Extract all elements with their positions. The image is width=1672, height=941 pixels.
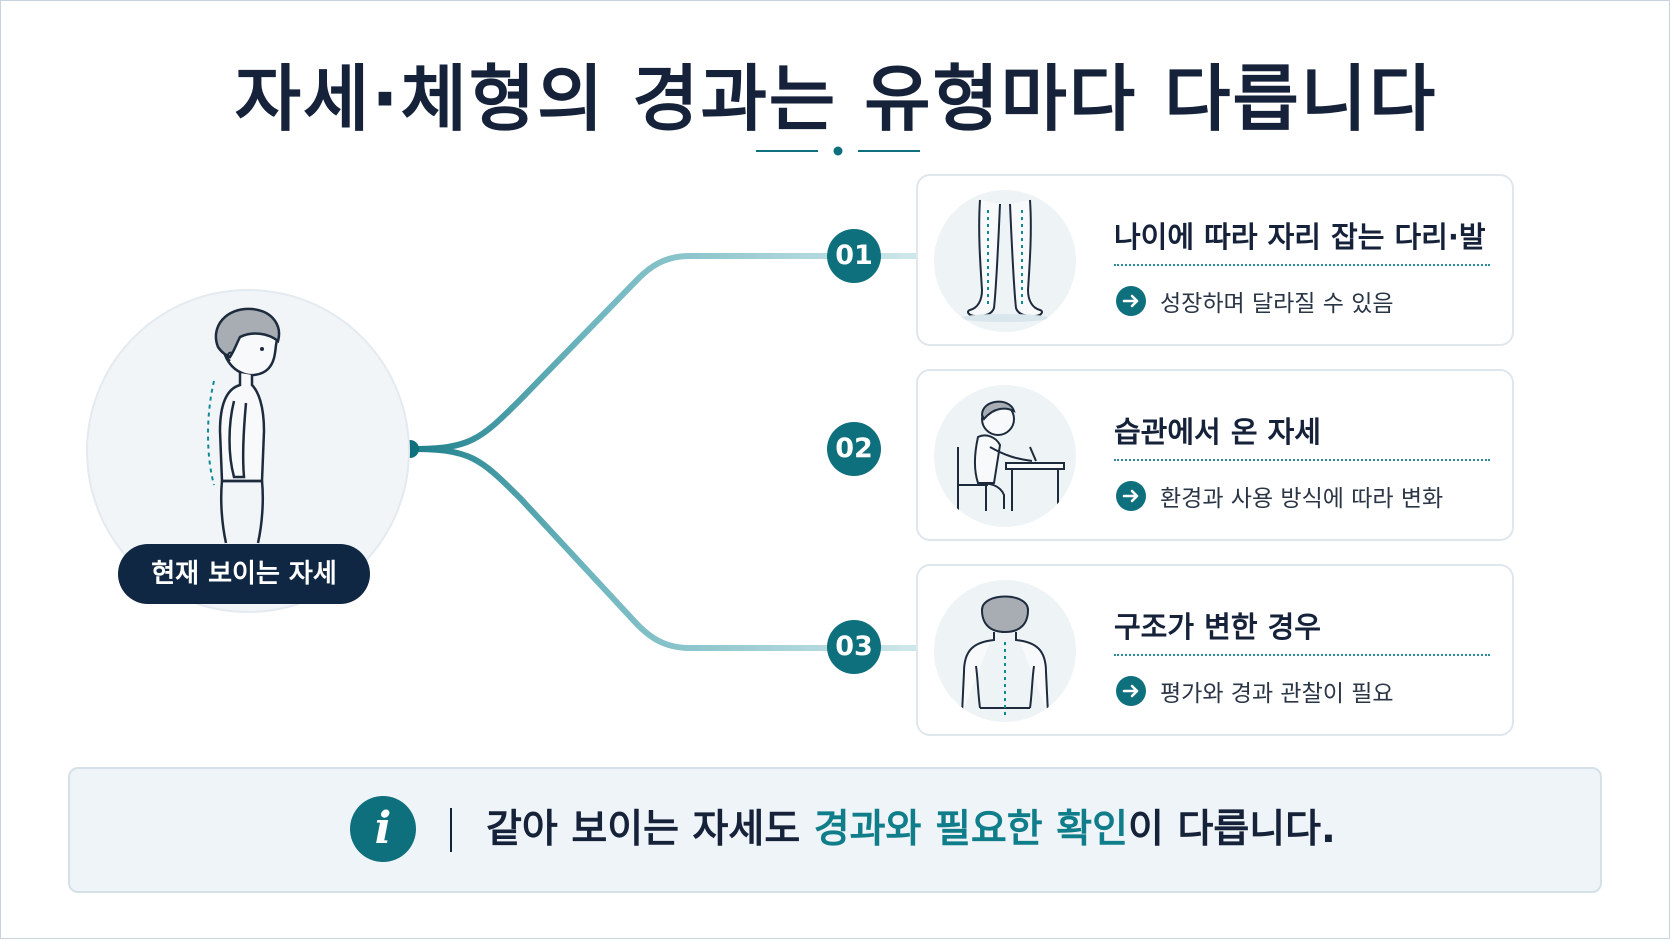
card-title-01: 나이에 따라 자리 잡는 다리·발	[1114, 220, 1486, 254]
card-illustration-03	[934, 580, 1076, 722]
info-icon: i	[350, 796, 416, 862]
arrow-right-icon	[1116, 481, 1146, 511]
card-description-02: 환경과 사용 방식에 따라 변화	[1160, 486, 1444, 512]
branch-card-01: 나이에 따라 자리 잡는 다리·발 성장하며 달라질 수 있음	[916, 174, 1514, 346]
standing-child-side-view-icon	[207, 307, 281, 544]
branch-line-03	[409, 446, 919, 651]
branch-line-01	[409, 253, 919, 452]
note-text-after: 이 다릅니다.	[1127, 807, 1336, 852]
badge-03: 03	[827, 620, 881, 674]
card-description-01: 성장하며 달라질 수 있음	[1160, 291, 1394, 317]
note-text-highlight: 경과와 필요한 확인	[813, 807, 1128, 852]
note-text: 같아 보이는 자세도 경과와 필요한 확인이 다릅니다.	[486, 800, 1336, 860]
badge-01: 01	[827, 229, 881, 283]
page-title: 자세·체형의 경과는 유형마다 다릅니다	[234, 57, 1438, 141]
summary-note	[68, 767, 1602, 893]
card-illustration-01	[934, 190, 1076, 332]
card-title-03: 구조가 변한 경우	[1114, 610, 1321, 644]
card-divider-03	[1114, 654, 1490, 656]
legs-and-feet-icon	[961, 199, 1049, 322]
card-description-03: 평가와 경과 관찰이 필요	[1160, 681, 1394, 707]
card-divider-02	[1114, 459, 1490, 461]
subject-label: 현재 보이는 자세	[118, 544, 370, 604]
title-divider	[756, 146, 920, 156]
note-text-before: 같아 보이는 자세도	[486, 807, 814, 852]
card-illustration-02	[934, 385, 1076, 527]
back-view-spine-icon	[961, 595, 1049, 716]
branch-card-03: 구조가 변한 경우 평가와 경과 관찰이 필요	[916, 564, 1514, 736]
card-title-02: 습관에서 온 자세	[1114, 415, 1321, 449]
branch-card-02: 습관에서 온 자세 환경과 사용 방식에 따라 변화	[916, 369, 1514, 541]
arrow-right-icon	[1116, 286, 1146, 316]
badge-02: 02	[827, 422, 881, 476]
note-divider	[450, 808, 452, 852]
arrow-right-icon	[1116, 676, 1146, 706]
child-writing-at-desk-icon	[957, 400, 1065, 511]
card-divider-01	[1114, 264, 1490, 266]
